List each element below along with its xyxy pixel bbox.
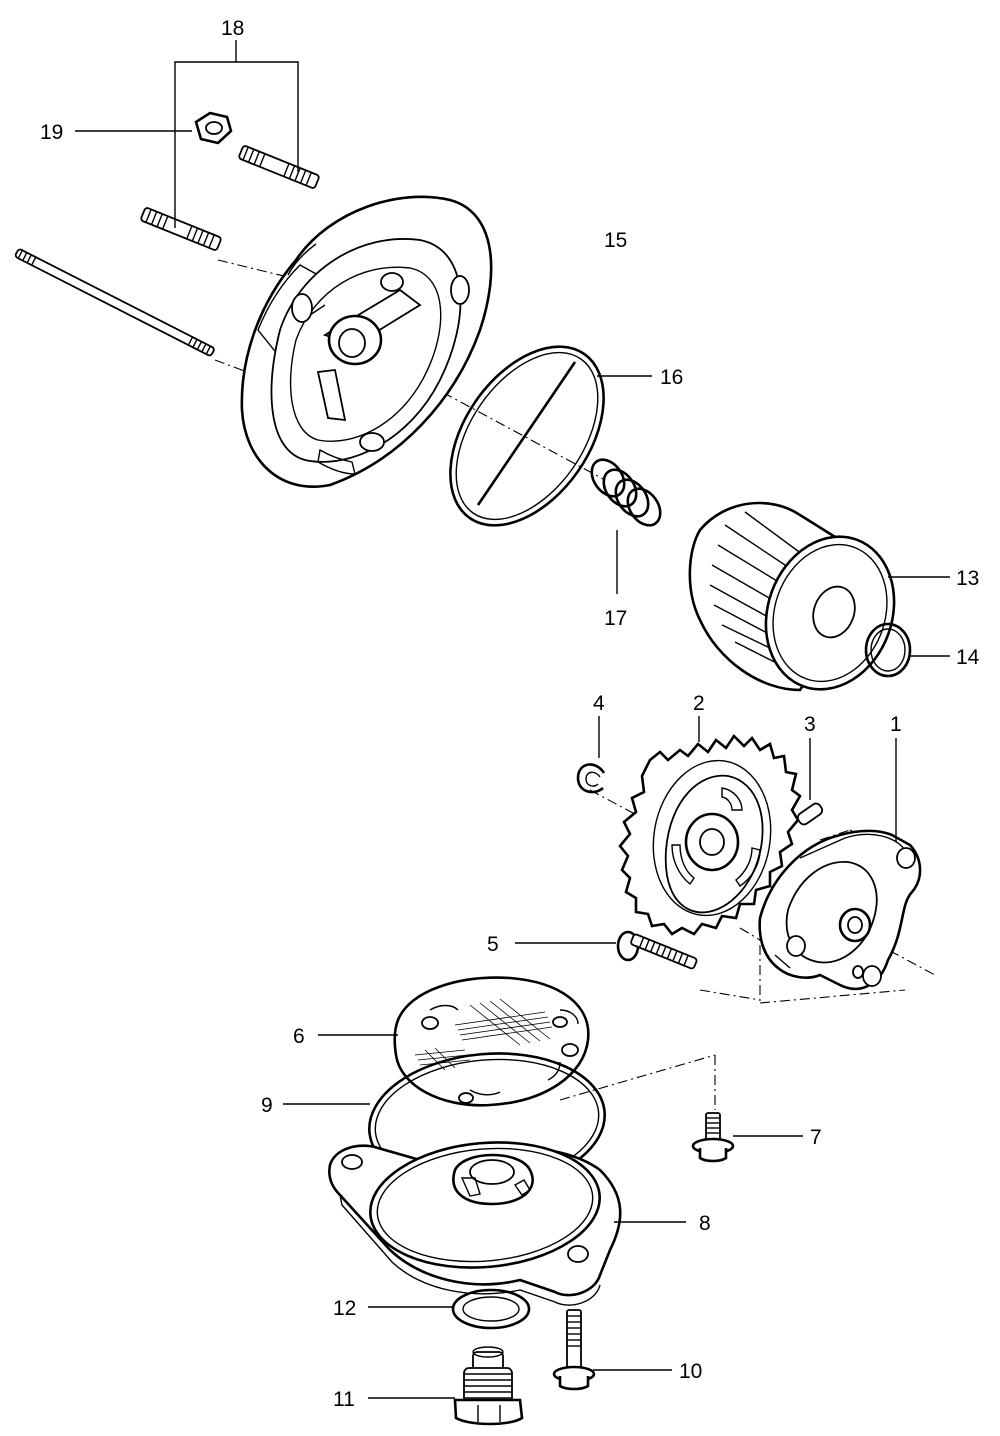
callout-14: 14 <box>956 646 980 669</box>
callout-9: 9 <box>261 1094 273 1117</box>
part-13-oil-filter <box>688 501 950 692</box>
part-10-bolt <box>552 1309 672 1391</box>
part-6-strainer-screen <box>318 976 590 1107</box>
callout-10: 10 <box>679 1360 702 1383</box>
part-19-nut <box>75 111 233 145</box>
callout-3: 3 <box>804 713 816 736</box>
callout-1: 1 <box>890 713 902 736</box>
part-14-small-o-ring <box>864 622 950 678</box>
part-18-studs <box>14 40 320 357</box>
stud-upper <box>238 145 320 189</box>
callout-labels: 18 19 16 17 13 14 4 2 3 1 5 6 9 7 8 12 1… <box>40 17 980 1411</box>
part-15-filter-cover <box>240 195 493 488</box>
callout-2: 2 <box>693 692 705 715</box>
callout-19: 19 <box>40 121 63 144</box>
callout-12: 12 <box>333 1297 356 1320</box>
stud-middle <box>140 207 222 251</box>
part-2-pump-gear <box>618 716 802 936</box>
callout-16: 16 <box>660 366 683 389</box>
callout-11: 11 <box>333 1388 355 1411</box>
long-rod <box>14 248 215 357</box>
part-16-o-ring <box>449 345 652 527</box>
part-5-screw <box>515 930 698 970</box>
callout-17: 17 <box>604 607 627 630</box>
callout-7: 7 <box>810 1126 822 1149</box>
part-1-pump-body <box>758 738 922 991</box>
part-11-drain-plug <box>368 1346 524 1426</box>
part-8-strainer-cover <box>328 1141 686 1306</box>
part-17-spring <box>590 458 662 594</box>
callout-5: 5 <box>487 933 499 956</box>
part-4-circlip <box>576 716 606 794</box>
callout-8: 8 <box>699 1212 711 1235</box>
callout-13: 13 <box>956 567 979 590</box>
callout-4: 4 <box>593 692 605 715</box>
part-12-sealing-washer <box>368 1288 531 1330</box>
part-3-dowel-pin <box>796 738 824 826</box>
callout-18: 18 <box>221 17 244 40</box>
part-7-flange-bolt <box>691 1112 803 1163</box>
callout-15: 15 <box>604 229 627 252</box>
callout-6: 6 <box>293 1025 305 1048</box>
